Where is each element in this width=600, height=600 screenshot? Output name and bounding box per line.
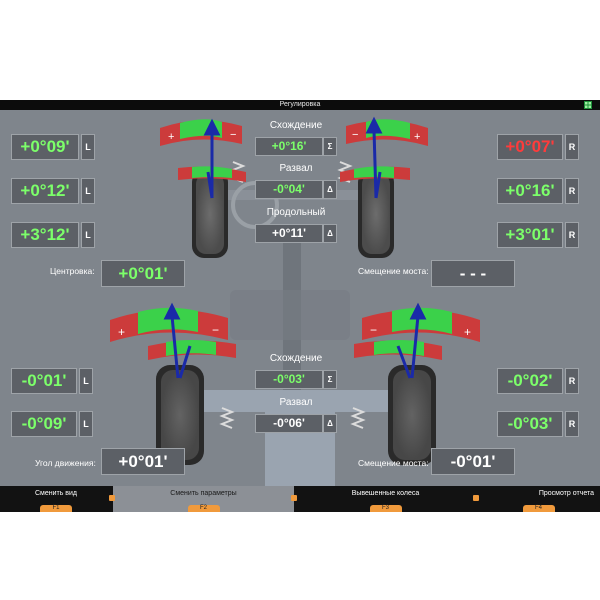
front-left-caster-side: L — [81, 222, 95, 248]
rear-left-toe-value: -0°01' — [11, 368, 77, 394]
front-camber-label: Развал — [279, 163, 313, 174]
front-right-wheel — [358, 170, 394, 258]
front-toe-total: +0°16' — [255, 137, 323, 156]
fkey-key: F4 — [522, 505, 555, 512]
svg-text:+: + — [414, 131, 420, 143]
fkey-view-report[interactable]: Просмотр отчета F4 — [477, 486, 600, 512]
svg-text:−: − — [212, 323, 219, 337]
rear-right-camber-side: R — [565, 411, 579, 437]
separator-marker — [109, 495, 115, 501]
fkey-label: Сменить параметры — [170, 490, 237, 497]
rear-left-camber-value: -0°09' — [11, 411, 77, 437]
sum-symbol: Σ — [323, 137, 337, 156]
vehicle-scene: + − − + + − — [0, 110, 600, 486]
rear-setback-value: -0°01' — [431, 448, 515, 475]
fkey-key: F3 — [369, 505, 402, 512]
rear-right-camber-value: -0°03' — [497, 411, 563, 437]
rear-left-wheel — [156, 365, 204, 465]
rear-right-toe-side: R — [565, 368, 579, 394]
front-camber-diff: -0°04' — [255, 180, 323, 199]
thrust-angle-label: Угол движения: — [35, 458, 96, 468]
front-right-camber-value: +0°16' — [497, 178, 563, 204]
front-right-camber-side: R — [565, 178, 579, 204]
front-setback-value: - - - — [431, 260, 515, 287]
separator-marker — [473, 495, 479, 501]
front-left-toe-gauge: + − — [160, 119, 242, 146]
alignment-window: Регулировка — [0, 100, 600, 512]
delta-symbol: Δ — [323, 224, 337, 243]
fkey-label: Сменить вид — [34, 490, 78, 497]
centering-label: Центровка: — [50, 266, 95, 276]
centering-value: +0°01' — [101, 260, 185, 287]
front-right-caster-side: R — [565, 222, 579, 248]
fkey-key: F2 — [187, 505, 220, 512]
front-left-wheel — [192, 170, 228, 258]
front-left-toe-side: L — [81, 134, 95, 160]
thrust-angle-value: +0°01' — [101, 448, 185, 475]
rear-right-toe-gauge: − + — [362, 307, 480, 342]
window-title: Регулировка — [279, 101, 321, 108]
chassis-drawing: + − − + + − — [110, 116, 480, 486]
svg-text:+: + — [168, 131, 174, 143]
front-caster-label: Продольный — [266, 207, 326, 218]
rear-left-toe-side: L — [79, 368, 93, 394]
front-right-toe-gauge: − + — [346, 119, 428, 146]
front-caster-diff: +0°11' — [255, 224, 323, 243]
front-toe-label: Схождение — [269, 120, 323, 131]
rear-camber-label: Развал — [279, 397, 313, 408]
rear-setback-label: Смещение моста: — [358, 458, 429, 468]
sum-symbol: Σ — [323, 370, 337, 389]
front-right-toe-side: R — [565, 134, 579, 160]
fkey-key: F1 — [40, 505, 72, 512]
rear-axle — [200, 390, 390, 412]
front-left-camber-value: +0°12' — [11, 178, 79, 204]
rear-left-camber-gauge — [148, 340, 236, 360]
rear-left-toe-gauge: + − — [110, 307, 228, 342]
svg-text:−: − — [352, 129, 358, 141]
rear-right-toe-value: -0°02' — [497, 368, 563, 394]
fkey-label: Вывешенные колеса — [351, 490, 420, 497]
front-right-caster-value: +3°01' — [497, 222, 563, 248]
front-left-toe-value: +0°09' — [11, 134, 79, 160]
svg-text:+: + — [464, 325, 471, 339]
rear-right-wheel — [388, 365, 436, 465]
front-right-toe-value: +0°07' — [497, 134, 563, 160]
fkey-lifted-wheels[interactable]: Вывешенные колеса F3 — [295, 486, 476, 512]
front-setback-label: Смещение моста: — [358, 266, 429, 276]
grid-icon[interactable] — [584, 101, 592, 109]
rear-toe-label: Схождение — [269, 353, 323, 364]
rear-springs — [219, 407, 366, 429]
function-key-bar: Сменить вид F1 Сменить параметры F2 Выве… — [0, 486, 600, 512]
front-left-caster-value: +3°12' — [11, 222, 79, 248]
delta-symbol: Δ — [323, 180, 337, 199]
rear-toe-total: -0°03' — [255, 370, 323, 389]
svg-text:−: − — [370, 323, 377, 337]
rear-camber-diff: -0°06' — [255, 414, 323, 433]
separator-marker — [291, 495, 297, 501]
fkey-change-view[interactable]: Сменить вид F1 — [0, 486, 112, 512]
delta-symbol: Δ — [323, 414, 337, 433]
svg-text:−: − — [230, 129, 236, 141]
front-left-camber-side: L — [81, 178, 95, 204]
svg-text:+: + — [118, 325, 125, 339]
fkey-change-parameters[interactable]: Сменить параметры F2 — [113, 486, 294, 512]
title-bar: Регулировка — [0, 100, 600, 110]
fkey-label: Просмотр отчета — [538, 490, 594, 497]
alignment-needles — [163, 116, 427, 379]
chassis-shadow — [230, 290, 350, 340]
rear-left-camber-side: L — [79, 411, 93, 437]
